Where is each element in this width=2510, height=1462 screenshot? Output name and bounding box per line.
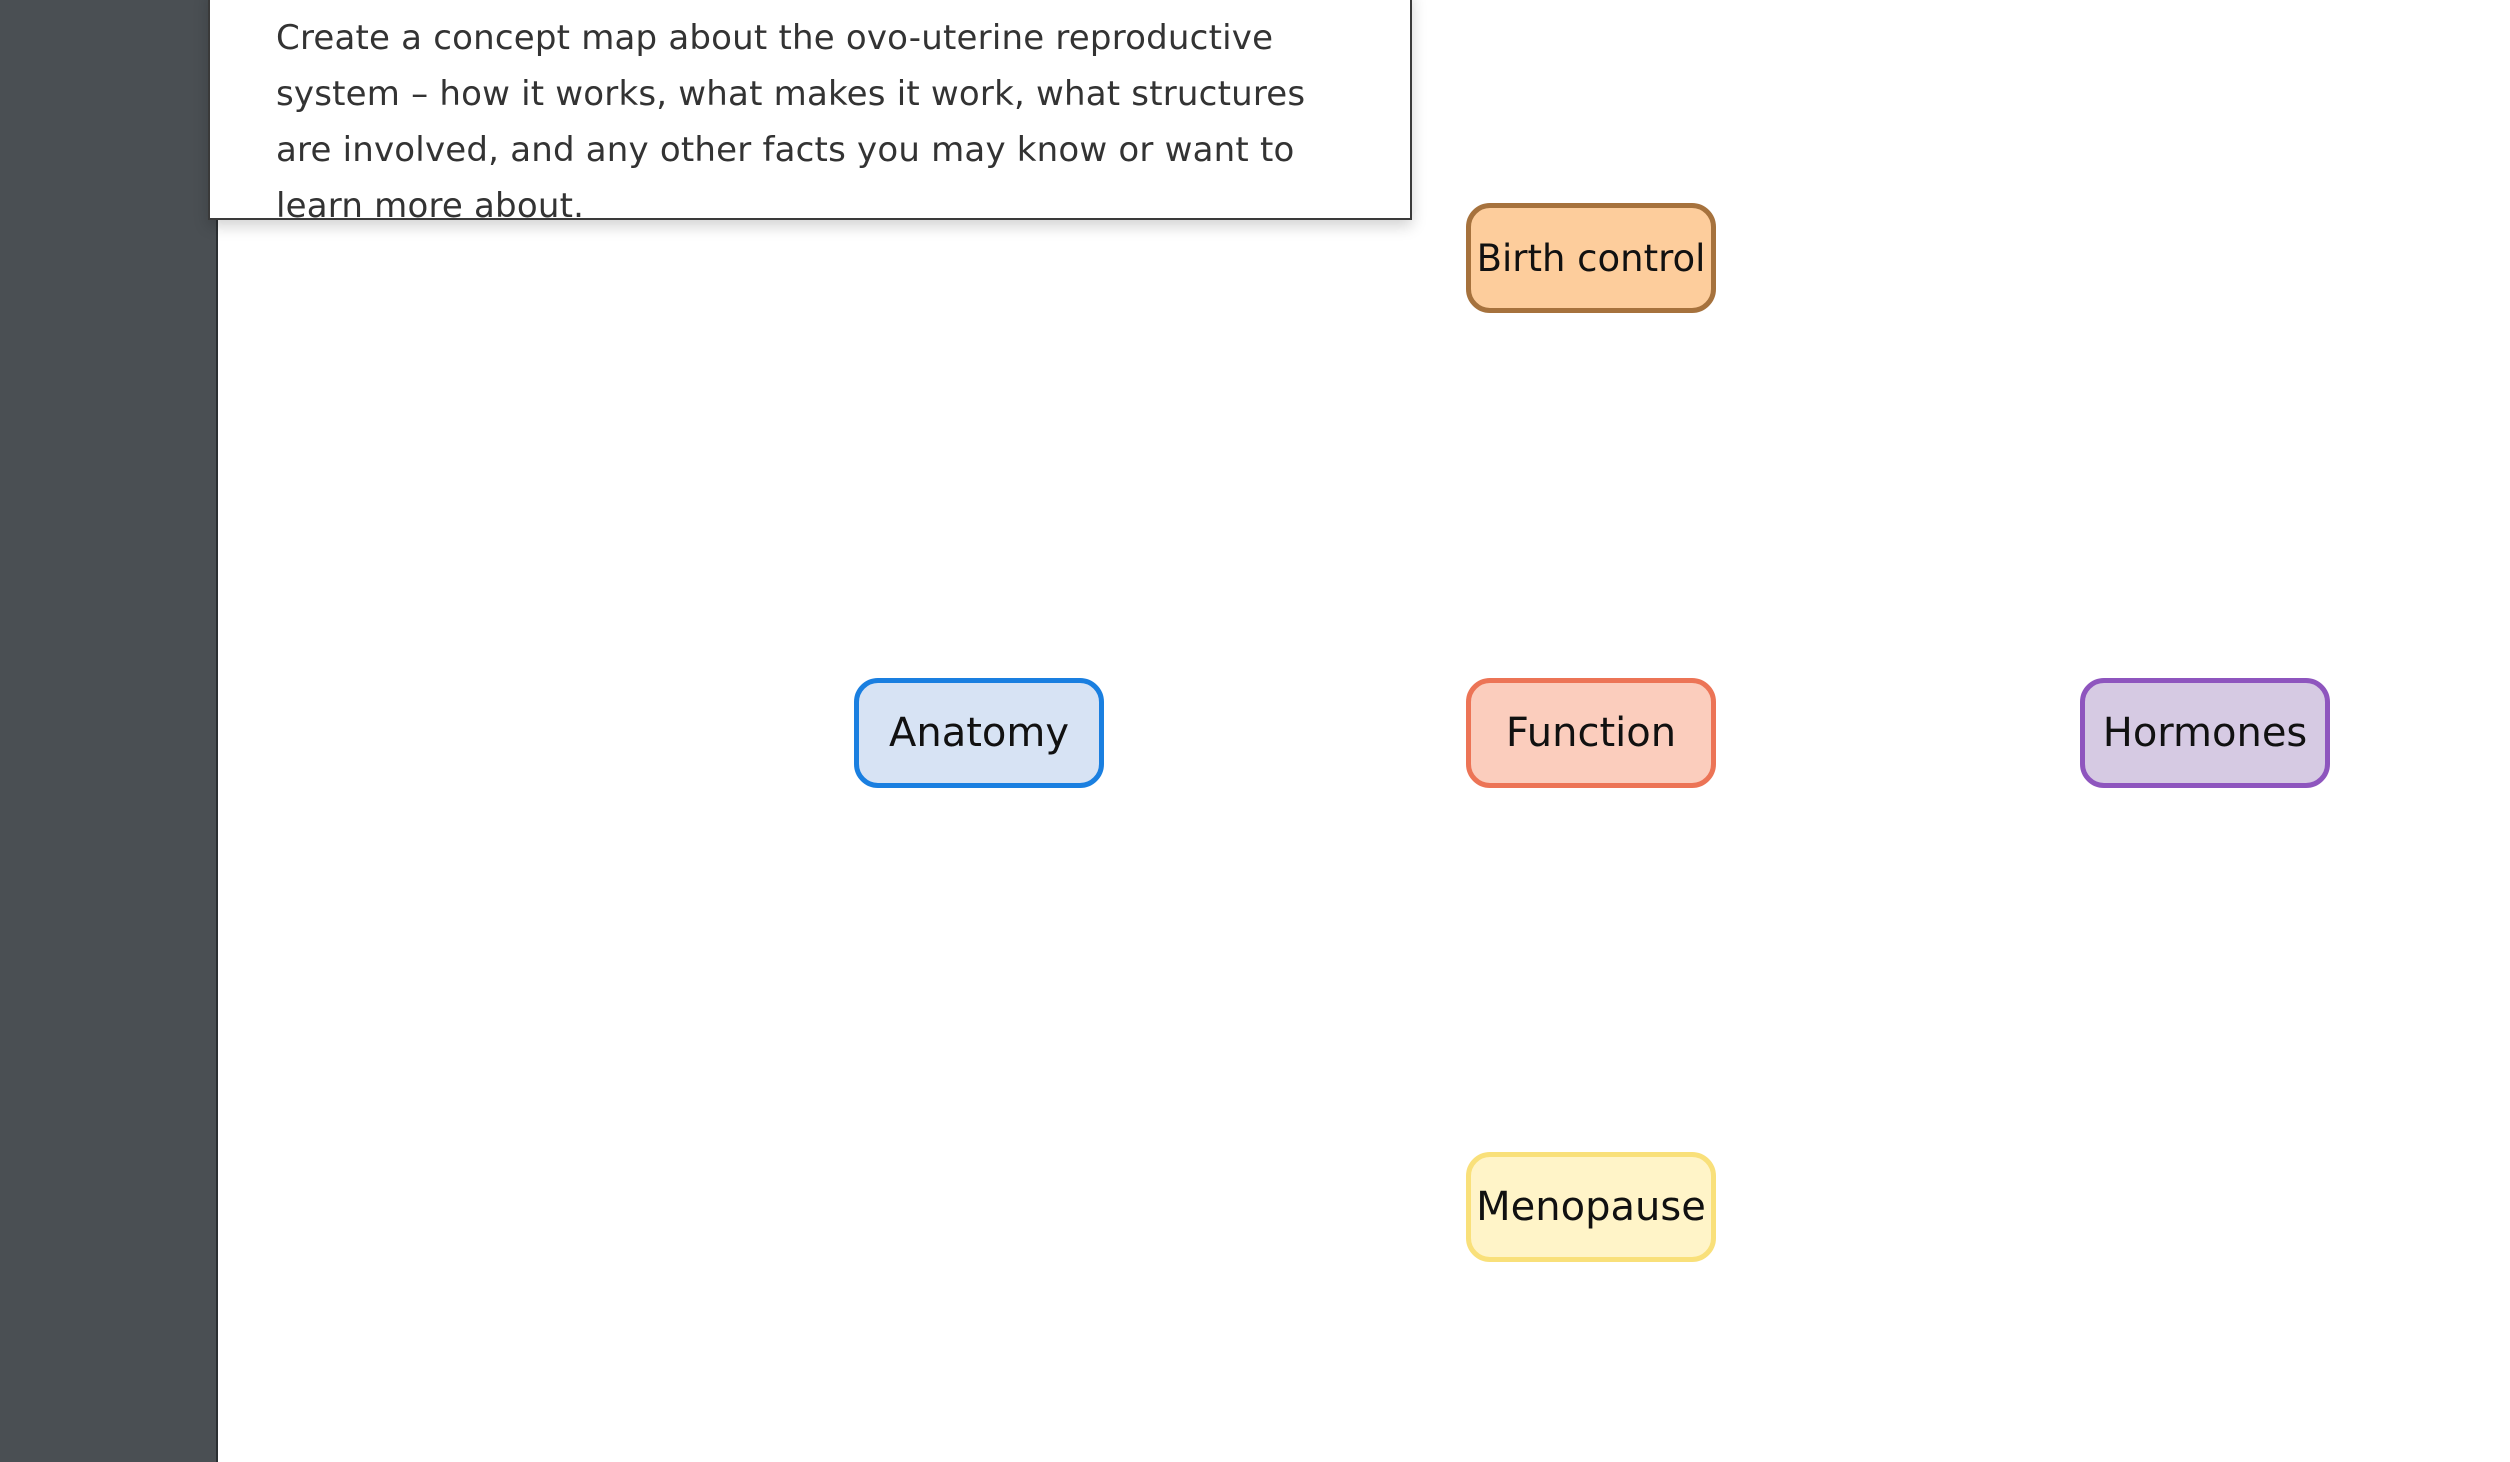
prompt-text: Create a concept map about the ovo-uteri…: [276, 18, 1306, 226]
node-birth-control[interactable]: Birth control: [1466, 203, 1716, 313]
node-anatomy[interactable]: Anatomy: [854, 678, 1104, 788]
left-sidebar: [0, 0, 218, 1462]
node-hormones[interactable]: Hormones: [2080, 678, 2330, 788]
prompt-card: Create a concept map about the ovo-uteri…: [208, 0, 1412, 226]
node-menopause[interactable]: Menopause: [1466, 1152, 1716, 1262]
concept-map-canvas[interactable]: Create a concept map about the ovo-uteri…: [208, 0, 2510, 1462]
node-function[interactable]: Function: [1466, 678, 1716, 788]
